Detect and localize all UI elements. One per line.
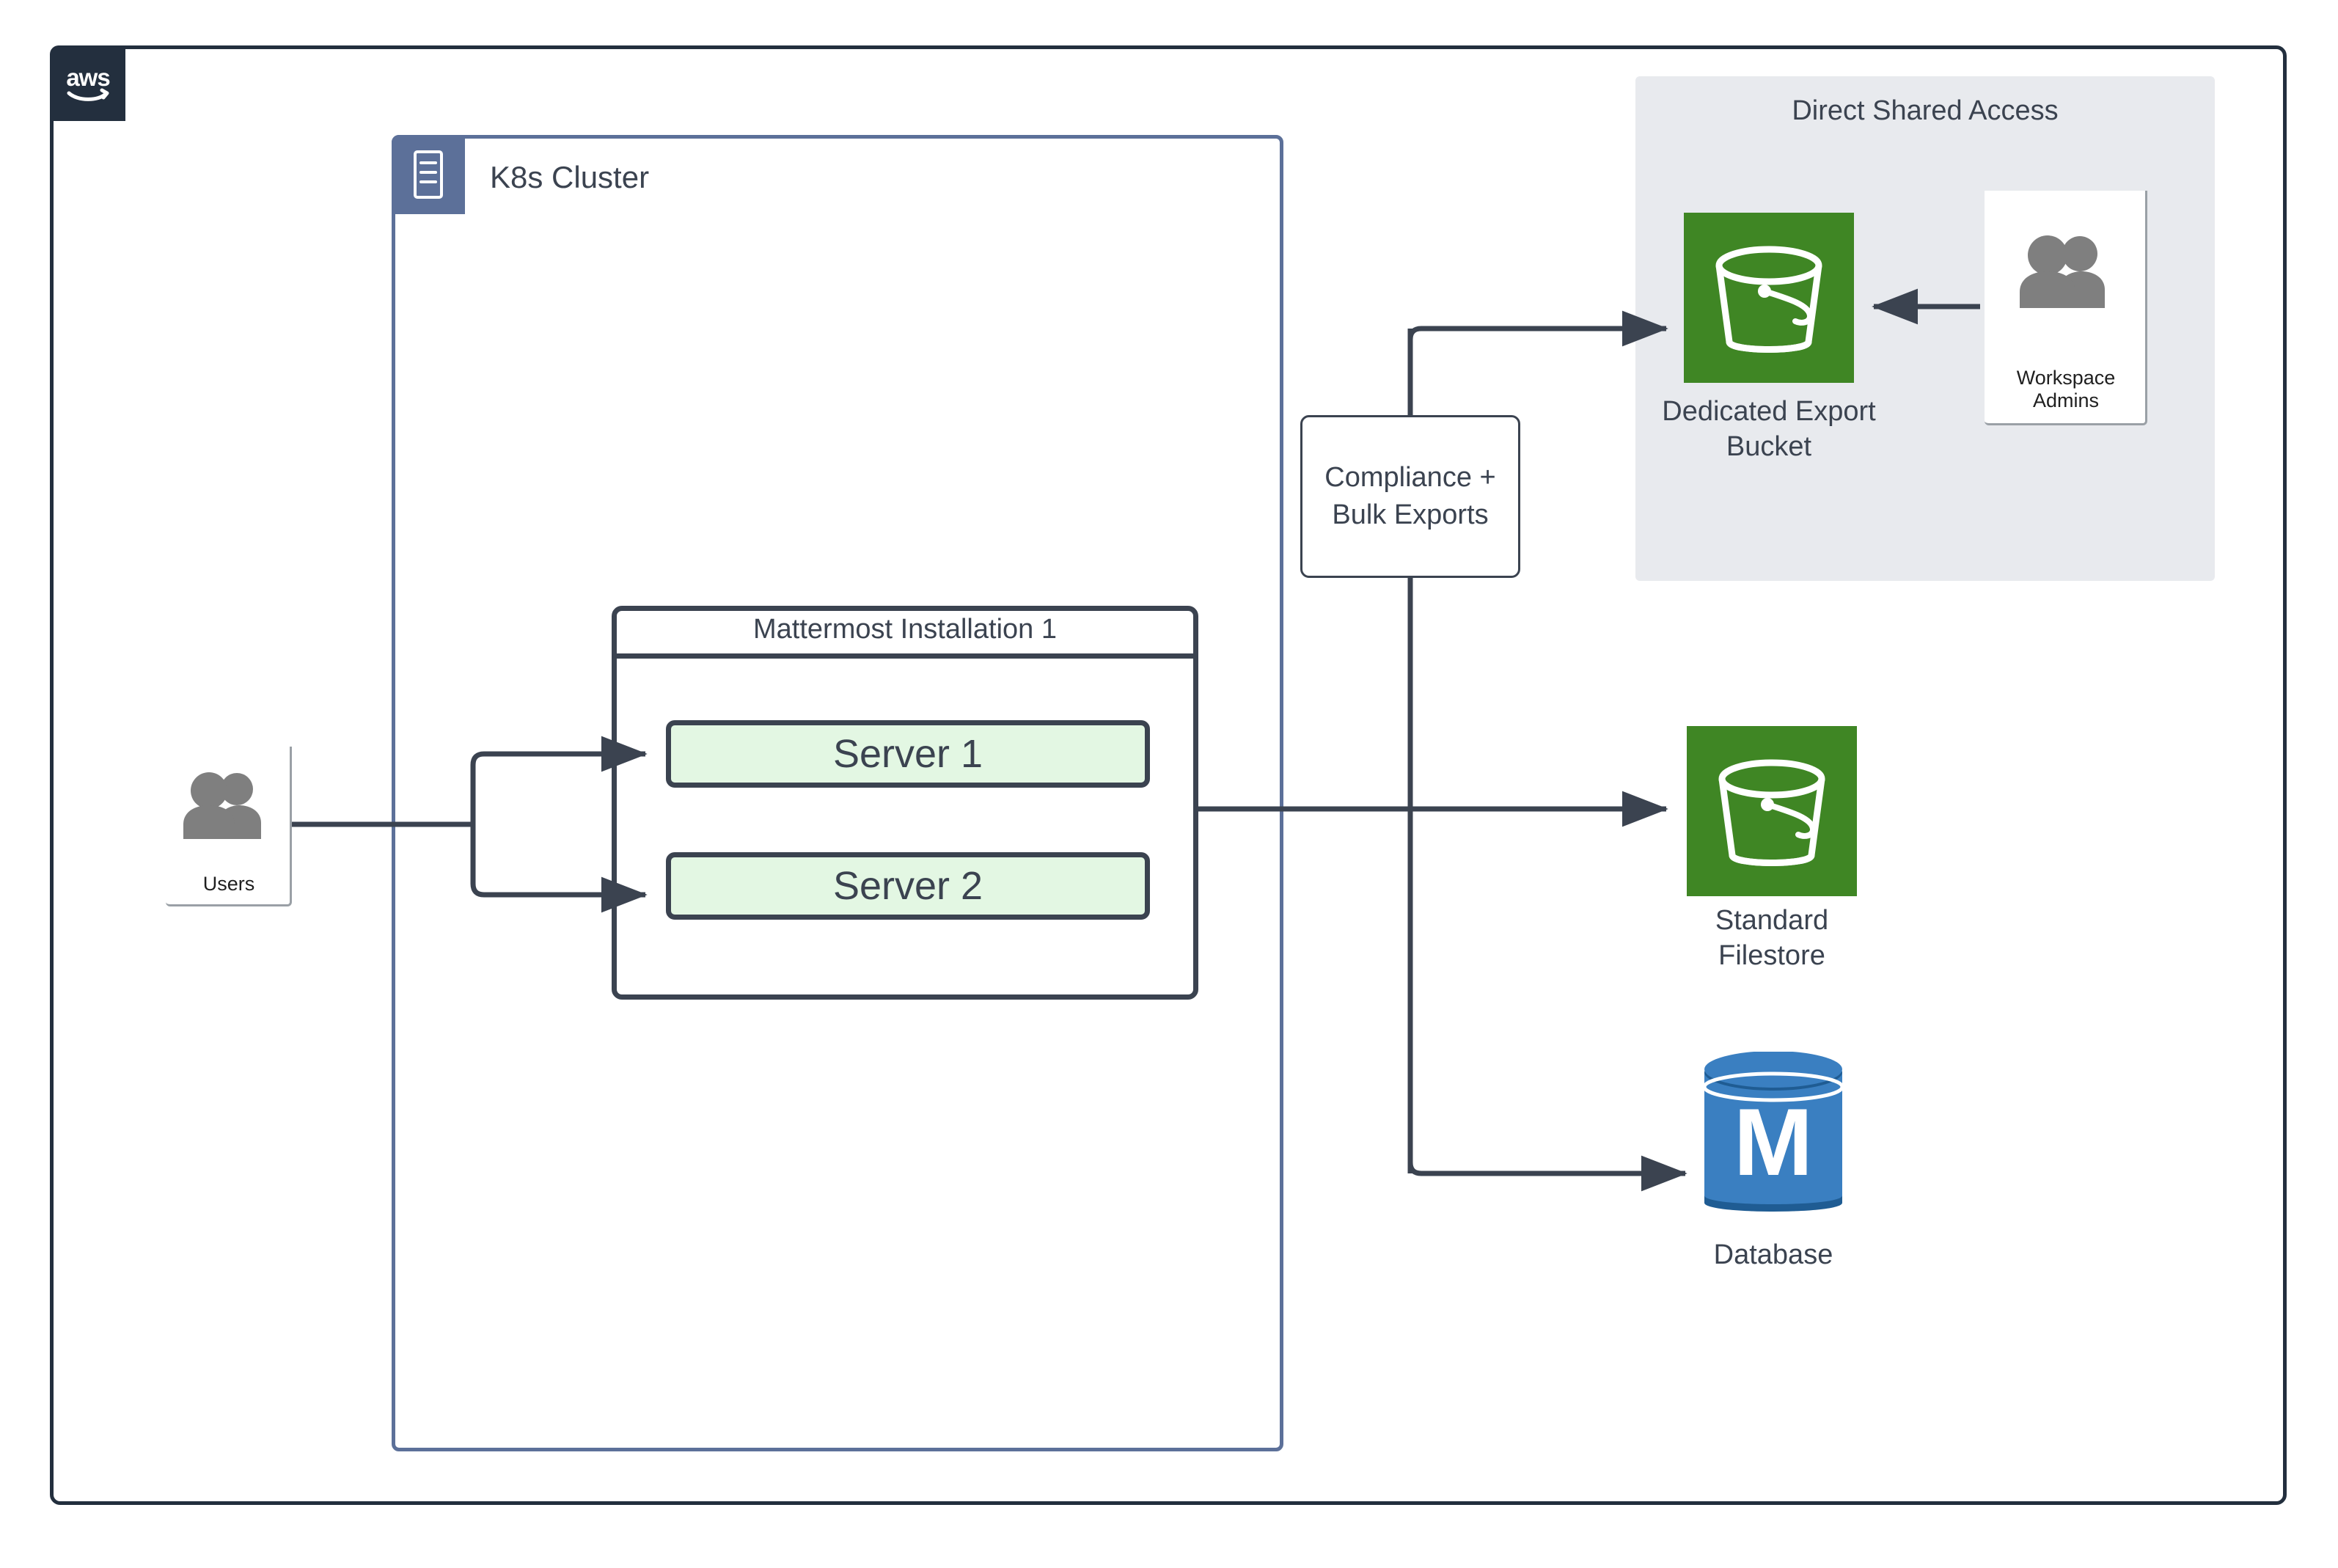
server-rack-icon xyxy=(392,135,465,214)
standard-filestore-label-line1: Standard xyxy=(1715,905,1829,936)
dedicated-export-bucket-label-line2: Bucket xyxy=(1726,431,1812,462)
k8s-cluster-label: K8s Cluster xyxy=(490,160,650,194)
server-1-label: Server 1 xyxy=(832,732,983,776)
dedicated-export-bucket-label-line1: Dedicated Export xyxy=(1662,396,1876,427)
database-glyph: M xyxy=(1734,1088,1813,1195)
standard-filestore-label-line2: Filestore xyxy=(1718,939,1825,971)
compliance-label-line1: Compliance + xyxy=(1324,461,1496,493)
s3-bucket-icon[interactable] xyxy=(1684,213,1854,383)
server-2-node[interactable]: Server 2 xyxy=(666,852,1150,920)
users-group-icon xyxy=(2011,232,2121,311)
direct-shared-access-title: Direct Shared Access xyxy=(1792,95,2059,126)
server-1-node[interactable]: Server 1 xyxy=(666,720,1150,788)
compliance-bulk-exports-node[interactable]: Compliance + Bulk Exports xyxy=(1300,415,1520,578)
dedicated-export-bucket-label: Dedicated Export Bucket xyxy=(1615,395,1923,464)
aws-logo-icon: aws xyxy=(50,45,125,121)
users-group-icon xyxy=(176,769,279,842)
server-2-label: Server 2 xyxy=(832,864,983,908)
mattermost-database-icon[interactable]: M xyxy=(1701,1051,1845,1220)
mattermost-installation-container xyxy=(612,606,1198,1000)
standard-filestore-label: Standard Filestore xyxy=(1618,904,1926,973)
svg-text:aws: aws xyxy=(66,64,109,91)
mattermost-installation-title-bar: Mattermost Installation 1 xyxy=(612,606,1198,659)
k8s-cluster-container xyxy=(392,135,1283,1451)
s3-bucket-icon[interactable] xyxy=(1687,726,1857,896)
compliance-label-line2: Bulk Exports xyxy=(1332,499,1489,530)
users-label: Users xyxy=(202,873,255,895)
workspace-admins-label: Workspace Admins xyxy=(2016,367,2116,411)
mattermost-installation-title: Mattermost Installation 1 xyxy=(753,614,1057,645)
database-label: Database xyxy=(1713,1239,1833,1270)
